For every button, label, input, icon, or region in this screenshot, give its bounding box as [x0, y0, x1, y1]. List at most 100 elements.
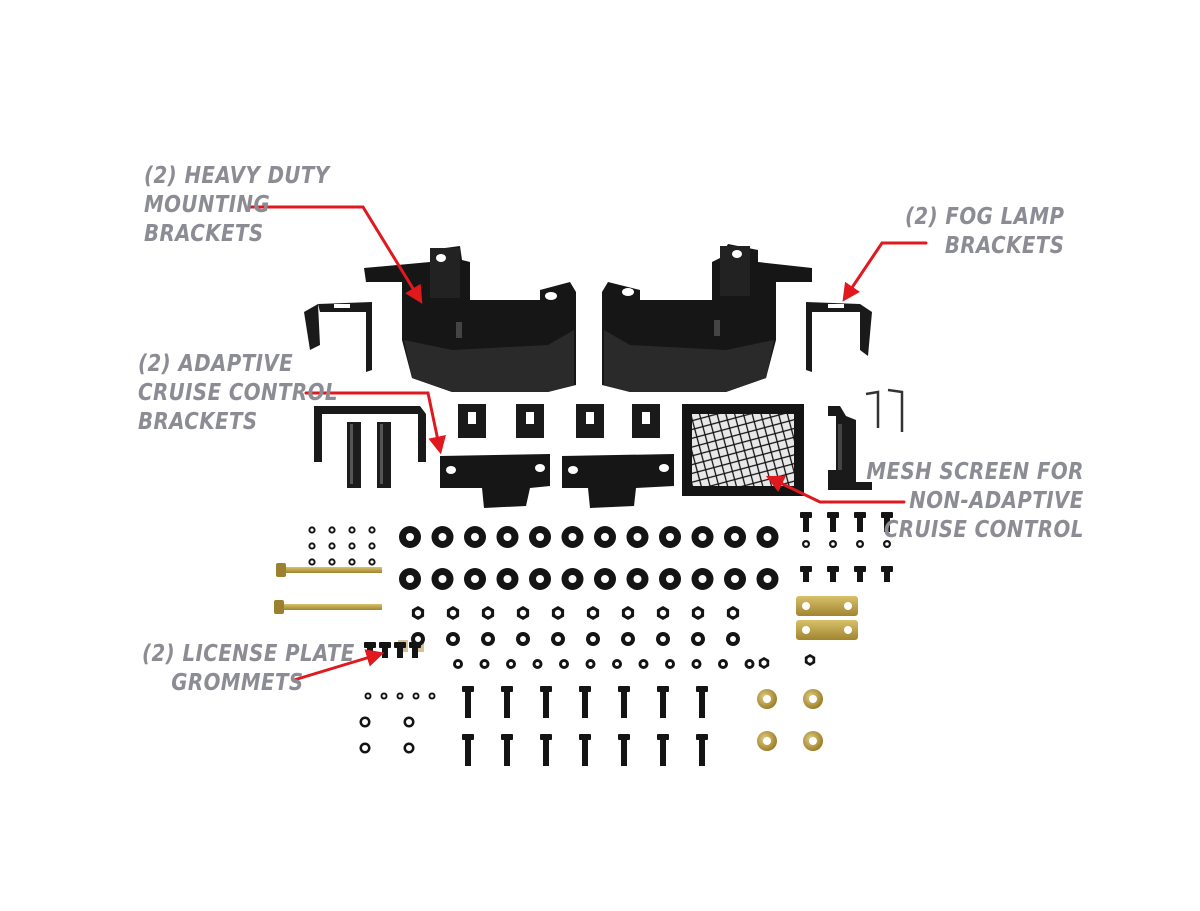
fog-lamp-bracket-right	[806, 302, 872, 372]
bolt-head	[379, 642, 391, 648]
washer-hole	[536, 575, 544, 583]
bolt-head	[409, 642, 421, 648]
washer-hole	[366, 694, 370, 698]
arrow-grommet	[292, 649, 385, 682]
callout-line: BRACKETS	[944, 233, 1064, 259]
washer-hole	[362, 745, 368, 751]
nut-hole	[414, 609, 422, 617]
callout-line: BRACKETS	[138, 409, 258, 435]
bolt-shank	[465, 740, 471, 766]
washer-hole	[721, 662, 725, 666]
washer-hole	[885, 542, 889, 546]
washer-hole	[615, 662, 619, 666]
bolt-shank	[803, 518, 809, 532]
washer-hole	[858, 542, 862, 546]
washer-hole	[471, 575, 479, 583]
washer-hole	[471, 533, 479, 541]
washer-hole	[660, 636, 666, 642]
bolt-head	[501, 734, 513, 740]
washer-hole	[382, 694, 386, 698]
bolt-head	[657, 734, 669, 740]
mesh-support-bracket	[828, 406, 872, 490]
bolt-shank	[699, 740, 705, 766]
bolt-head	[881, 512, 893, 518]
brass-plates	[796, 596, 858, 640]
callout-line: CRUISE CONTROL	[884, 517, 1084, 543]
callout-line: CRUISE CONTROL	[138, 380, 338, 406]
bolt-shank	[857, 572, 863, 582]
washer-hole	[503, 533, 512, 541]
bolt-head	[854, 512, 866, 518]
washer-hole	[370, 560, 374, 564]
washer-hole	[362, 719, 368, 725]
nut-hole	[449, 609, 457, 617]
washer-hole	[406, 575, 414, 583]
acc-bracket-left	[440, 454, 550, 508]
callout-line: (2) LICENSE PLATE	[142, 641, 355, 667]
bolt-shank	[465, 692, 471, 718]
nut-hole	[624, 609, 632, 617]
washer-hole	[588, 662, 593, 666]
bolt-head	[827, 566, 839, 572]
callout-line: MESH SCREEN FOR	[866, 459, 1084, 485]
bolt-shank	[884, 572, 890, 582]
arrow-mesh	[765, 475, 906, 504]
bolt-head	[394, 642, 406, 648]
nut-hole	[694, 609, 702, 617]
callout-fog-lamp-brackets: (2) FOG LAMP BRACKETS	[905, 203, 1064, 261]
washer-hole	[438, 575, 447, 583]
bolt-head	[501, 686, 513, 692]
washer-hole	[555, 636, 561, 642]
washer-hole	[438, 533, 447, 541]
washer-hole	[450, 636, 456, 642]
callout-line: BRACKETS	[144, 221, 264, 247]
bolt-head	[800, 512, 812, 518]
bolt-head	[462, 686, 474, 692]
washer-hole	[414, 694, 418, 698]
bolt-head	[696, 734, 708, 740]
washer-hole	[698, 575, 707, 583]
washer-hole	[485, 636, 491, 642]
washer-hole	[668, 662, 672, 666]
heavy-duty-bracket-right	[602, 244, 812, 392]
callout-line: NON-ADAPTIVE	[909, 488, 1084, 514]
bolt-shank	[621, 740, 627, 766]
washer-hole	[535, 662, 540, 666]
bolt-head	[579, 734, 591, 740]
washer-hole	[763, 533, 772, 541]
hex-keys	[865, 388, 904, 432]
washer-hole	[601, 575, 609, 583]
washer-hole	[520, 636, 526, 642]
nut-hole	[589, 609, 597, 617]
washer-hole	[831, 542, 835, 546]
washer-hole	[590, 636, 596, 642]
small-hardware	[308, 512, 893, 766]
washer-hole	[406, 719, 412, 725]
acc-tabs	[458, 404, 660, 438]
bolt-head	[618, 734, 630, 740]
bolt-shank	[621, 692, 627, 718]
bolt-shank	[857, 518, 863, 532]
callout-mesh-screen: MESH SCREEN FOR NON-ADAPTIVE CRUISE CONT…	[867, 458, 1084, 545]
washer-hole	[747, 662, 752, 666]
washer-hole	[804, 542, 808, 546]
bolt-shank	[412, 648, 418, 658]
bolt-head	[827, 512, 839, 518]
washer-hole	[350, 528, 354, 532]
callout-heavy-duty-brackets: (2) HEAVY DUTY MOUNTING BRACKETS	[144, 162, 330, 249]
bolt-shank	[660, 740, 666, 766]
bolt-shank	[504, 692, 510, 718]
bolt-head	[540, 734, 552, 740]
washer-hole	[694, 662, 699, 666]
bolt-shank	[884, 518, 890, 532]
washer-hole	[809, 695, 817, 703]
nut-hole	[807, 657, 813, 663]
bolt-shank	[803, 572, 809, 582]
washer-hole	[503, 575, 512, 583]
callout-license-plate-grommets: (2) LICENSE PLATE GROMMETS	[142, 640, 355, 698]
washer-hole	[731, 533, 739, 541]
bolt-head	[881, 566, 893, 572]
callout-line: (2) ADAPTIVE	[138, 351, 294, 377]
washer-hole	[562, 662, 566, 666]
washer-hole	[509, 662, 513, 666]
